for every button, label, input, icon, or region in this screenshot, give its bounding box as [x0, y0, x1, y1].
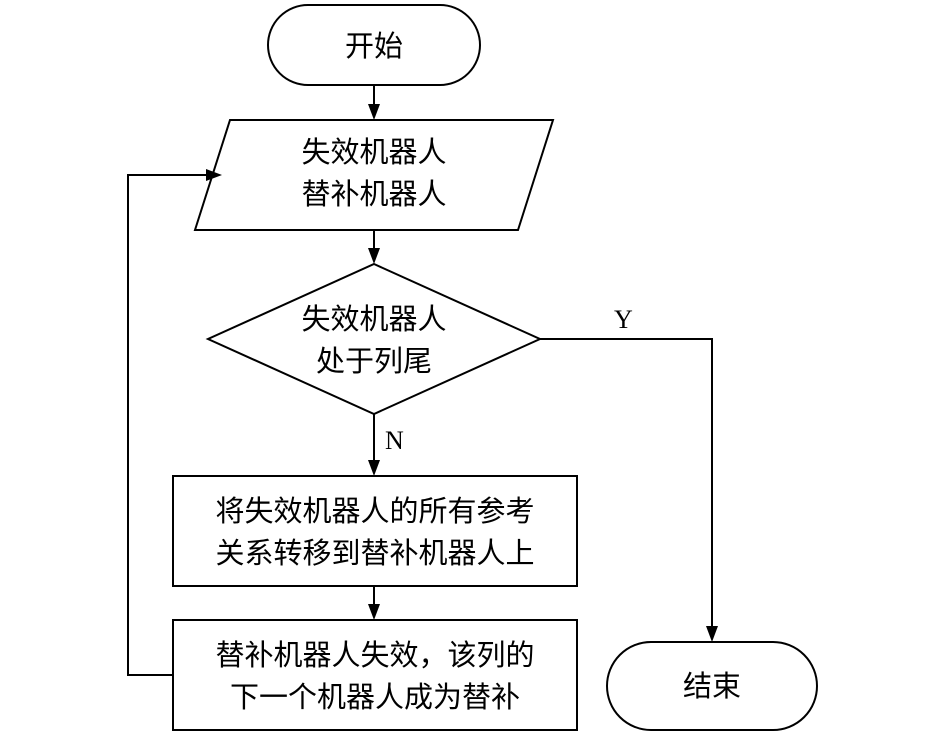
decision-line-2: 处于列尾: [316, 344, 432, 378]
input-line-2: 替补机器人: [301, 177, 446, 211]
start-label: 开始: [345, 29, 403, 63]
end-node: 结束: [606, 641, 818, 731]
decision-line-1: 失效机器人: [301, 302, 446, 336]
input-node: 失效机器人 替补机器人: [193, 119, 555, 231]
end-label: 结束: [683, 669, 741, 703]
edge-decision-transfer: N: [368, 414, 404, 476]
edge-decision-end: Y: [540, 305, 718, 642]
yes-label: Y: [614, 305, 633, 334]
edge-input-decision: [368, 230, 380, 264]
replace-node: 替补机器人失效，该列的 下一个机器人成为替补: [172, 619, 578, 731]
edge-transfer-replace: [368, 586, 380, 620]
transfer-line-2: 关系转移到替补机器人上: [215, 536, 534, 570]
replace-line-2: 下一个机器人成为替补: [230, 680, 520, 714]
input-line-1: 失效机器人: [301, 135, 446, 169]
edge-loop-back: [127, 169, 222, 676]
edge-start-input: [368, 85, 380, 120]
replace-line-1: 替补机器人失效，该列的: [215, 638, 534, 672]
transfer-node: 将失效机器人的所有参考 关系转移到替补机器人上: [172, 475, 578, 587]
transfer-line-1: 将失效机器人的所有参考: [215, 494, 534, 528]
start-node: 开始: [267, 4, 481, 86]
no-label: N: [385, 426, 404, 455]
decision-node: 失效机器人 处于列尾: [205, 262, 543, 416]
